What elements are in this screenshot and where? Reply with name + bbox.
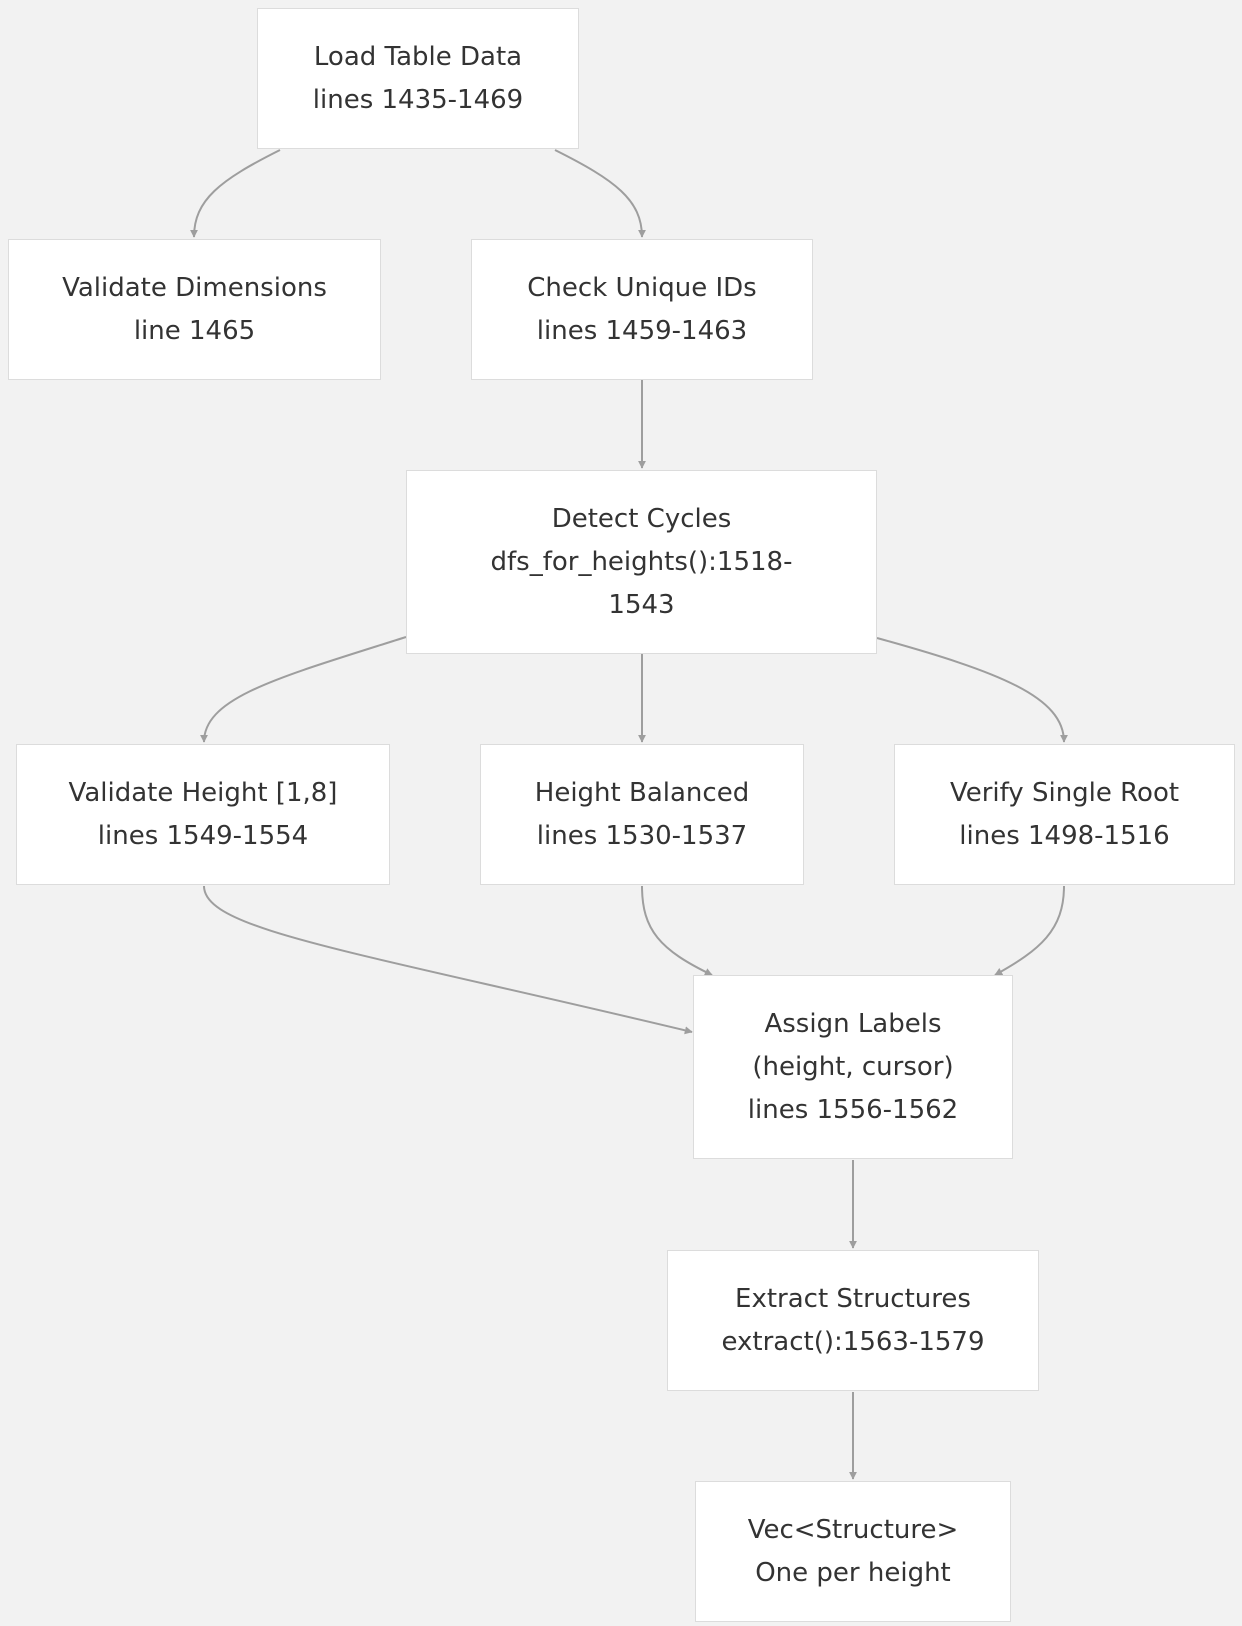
node-label-line: Assign Labels (764, 1008, 942, 1039)
edge-load-to-validate-dimensions (190, 149, 281, 238)
node-label-line: lines 1498-1516 (959, 820, 1170, 851)
node-label-line: lines 1530-1537 (536, 820, 748, 851)
node-label-line: 1543 (608, 589, 675, 620)
node-label-line: One per height (755, 1557, 951, 1588)
edge-single-root-to-assign-labels (994, 885, 1065, 976)
node-label-line: Height Balanced (534, 777, 750, 808)
edge-detect-cycles-to-single-root (876, 637, 1068, 743)
edge-load-to-check-unique-ids (554, 149, 646, 238)
node-vec-structure-output: Vec<Structure> One per height (695, 1481, 1011, 1622)
node-label-line: lines 1435-1469 (312, 84, 524, 115)
node-label-line: lines 1459-1463 (536, 315, 748, 346)
node-label-line: Detect Cycles (551, 503, 732, 534)
node-check-unique-ids: Check Unique IDs lines 1459-1463 (471, 239, 813, 380)
edge-validate-height-to-assign-labels (203, 885, 693, 1035)
node-label-line: Validate Height [1,8] (68, 777, 338, 808)
node-label-line: Extract Structures (735, 1283, 971, 1314)
node-assign-labels: Assign Labels (height, cursor) lines 155… (693, 975, 1013, 1159)
node-validate-height: Validate Height [1,8] lines 1549-1554 (16, 744, 390, 885)
node-detect-cycles: Detect Cycles dfs_for_heights():1518- 15… (406, 470, 877, 654)
node-label-line: Validate Dimensions (62, 272, 327, 303)
node-label-line: Load Table Data (313, 41, 523, 72)
node-label-line: extract():1563-1579 (721, 1326, 985, 1357)
node-label-line: lines 1549-1554 (97, 820, 309, 851)
node-extract-structures: Extract Structures extract():1563-1579 (667, 1250, 1039, 1391)
node-height-balanced: Height Balanced lines 1530-1537 (480, 744, 804, 885)
node-label-line: Verify Single Root (949, 777, 1180, 808)
node-load-table-data: Load Table Data lines 1435-1469 (257, 8, 579, 149)
node-label-line: dfs_for_heights():1518- (490, 546, 793, 577)
node-label-line: line 1465 (133, 315, 256, 346)
node-verify-single-root: Verify Single Root lines 1498-1516 (894, 744, 1235, 885)
edge-height-balanced-to-assign-labels (641, 885, 713, 976)
node-validate-dimensions: Validate Dimensions line 1465 (8, 239, 381, 380)
node-label-line: Check Unique IDs (527, 272, 757, 303)
node-label-line: lines 1556-1562 (747, 1094, 959, 1125)
node-label-line: (height, cursor) (752, 1051, 954, 1082)
edge-detect-cycles-to-validate-height (200, 636, 407, 743)
node-label-line: Vec<Structure> (747, 1514, 959, 1545)
